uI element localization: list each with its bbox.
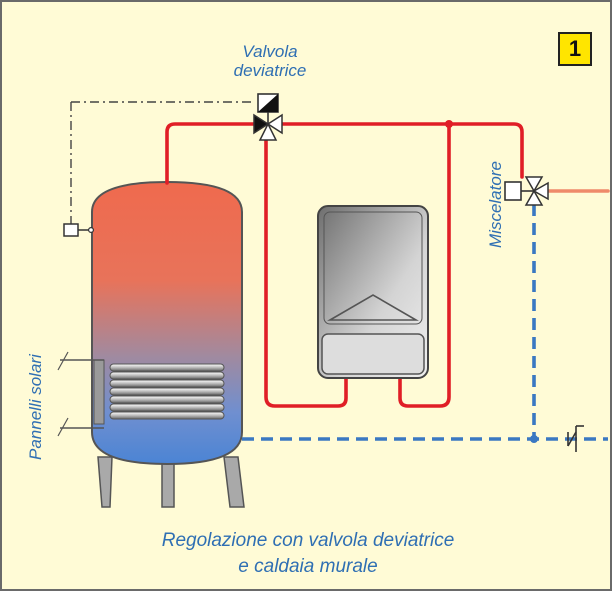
- cold-junction: [530, 435, 538, 443]
- figure-number-badge: 1: [558, 32, 592, 66]
- wall-boiler: [317, 205, 429, 379]
- diverter-valve-label-line1: Valvola: [242, 42, 298, 61]
- solar-coil: [60, 359, 225, 429]
- temperature-sensor: [63, 101, 252, 237]
- caption-line1: Regolazione con valvola deviatrice: [161, 530, 455, 551]
- solar-pipe-stubs: [57, 351, 69, 437]
- hot-pipes: [165, 122, 610, 408]
- mixer-label: Miscelatore: [486, 161, 505, 248]
- diverter-valve-icon: [253, 93, 283, 141]
- mixing-valve-icon: [504, 176, 549, 206]
- caption: Regolazione con valvola deviatrice e cal…: [2, 528, 612, 580]
- cold-pipes: [242, 204, 608, 441]
- solar-panels-label: Pannelli solari: [26, 354, 45, 460]
- diverter-valve-label-line2: deviatrice: [233, 61, 307, 80]
- diverter-valve-label: Valvola deviatrice: [230, 42, 310, 80]
- storage-tank: [91, 180, 243, 466]
- caption-line2: e caldaia murale: [238, 556, 378, 577]
- check-valve-icon: [567, 425, 584, 452]
- pipe-junction: [445, 120, 453, 128]
